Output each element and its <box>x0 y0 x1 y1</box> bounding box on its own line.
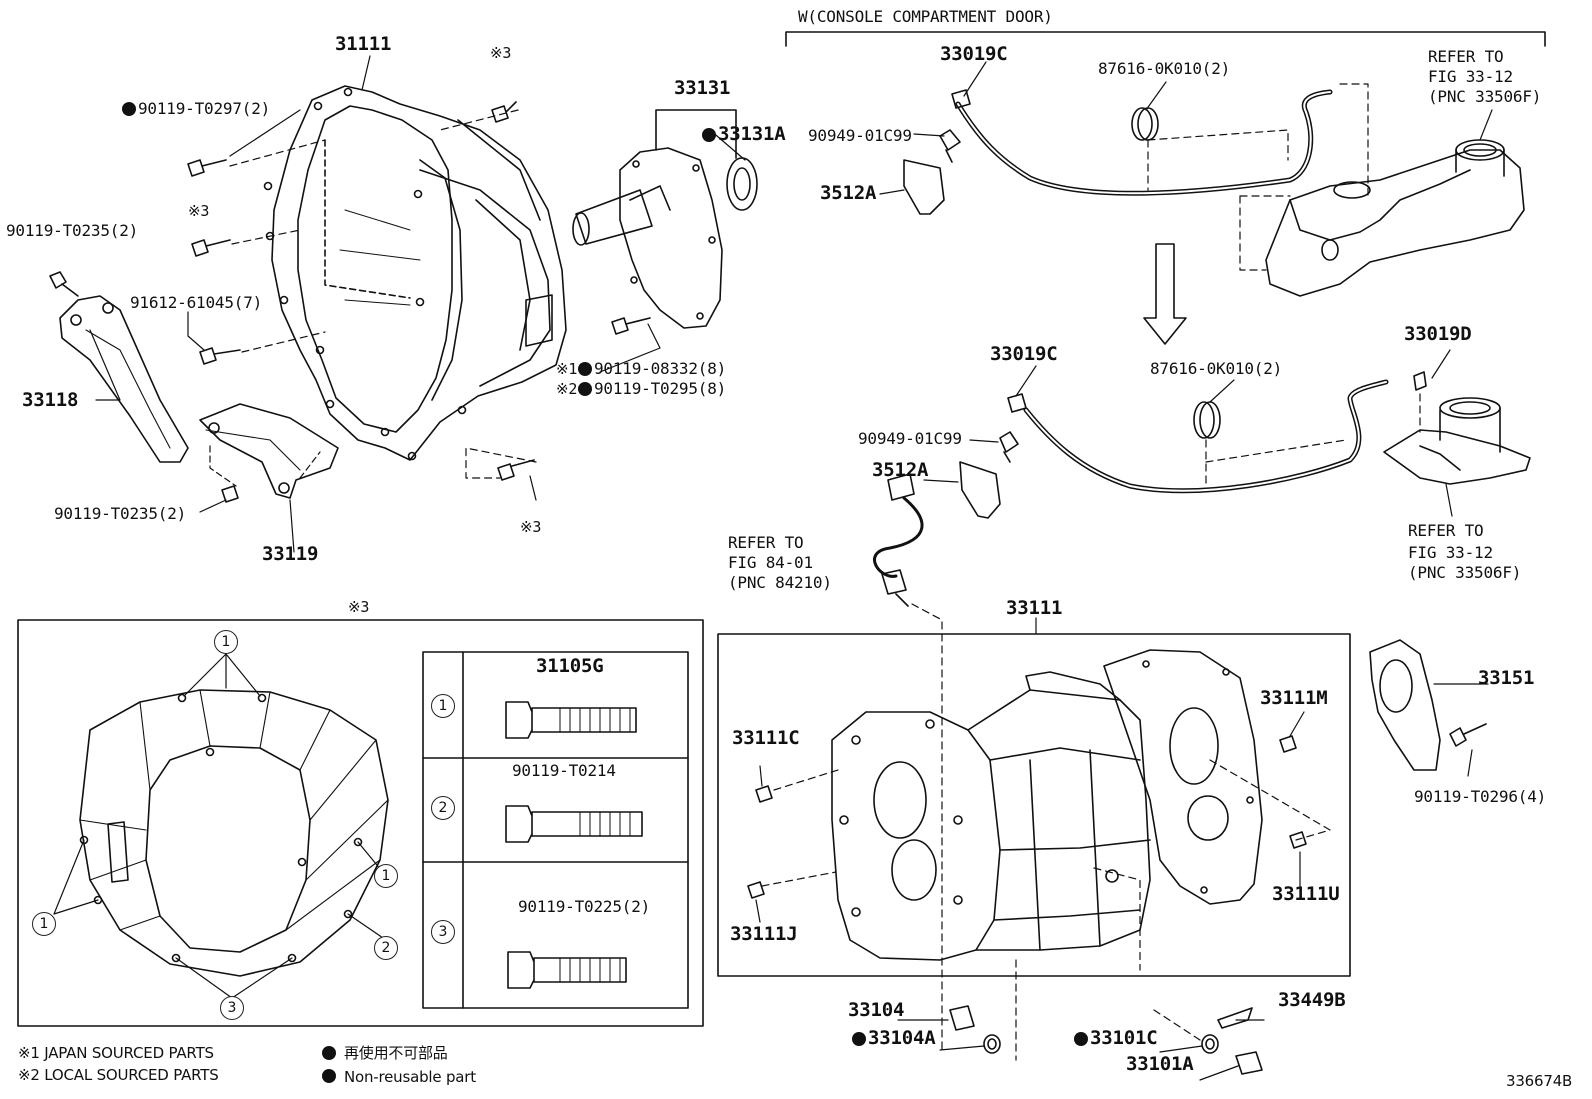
legend-japan-sourced: ※1 JAPAN SOURCED PARTS <box>18 1044 214 1062</box>
part-label-90119-T0235-a: 90119-T0235(2) <box>6 221 139 240</box>
part-label-33111C: 33111C <box>732 727 800 749</box>
part-label-90119-T0296: 90119-T0296(4) <box>1414 787 1547 806</box>
part-label-33111-case: 33111 <box>1006 597 1063 619</box>
inset-housing-drawing <box>53 653 389 999</box>
refer-upper-line3: (PNC 33506F) <box>1428 87 1542 106</box>
part-label-87616-lower: 87616-0K010(2) <box>1150 359 1283 378</box>
part-label-33111J: 33111J <box>730 923 798 945</box>
refer-sensor-line2: FIG 84-01 <box>728 553 813 572</box>
variant-bracket <box>785 31 1546 47</box>
part-label-33111U: 33111U <box>1272 883 1340 905</box>
part-label-33151: 33151 <box>1478 667 1535 689</box>
table-row-1-part: 31105G <box>536 655 604 677</box>
refer-lower-line1: REFER TO <box>1408 521 1484 540</box>
mark-3-a: ※3 <box>490 44 512 62</box>
inset-callout-2-right: 2 <box>374 936 398 960</box>
table-row-1-number: 1 <box>431 694 455 718</box>
mark-1: ※1 <box>556 360 578 378</box>
bracket-33119 <box>199 403 339 499</box>
part-label-33131: 33131 <box>674 77 731 99</box>
part-label-33101C: 33101C <box>1074 1028 1158 1049</box>
mark-2: ※2 <box>556 380 578 398</box>
figure-id: 336674B <box>1506 1072 1573 1090</box>
clutch-housing-drawing <box>263 85 567 461</box>
part-label-33131A: 33131A <box>702 124 786 145</box>
transmission-case-drawing <box>747 649 1331 971</box>
transmission-case-box <box>717 633 1351 977</box>
shift-retainer-lower <box>959 371 1531 519</box>
legend-dots <box>322 1046 336 1083</box>
part-label-33111M: 33111M <box>1260 687 1328 709</box>
part-label-33104: 33104 <box>848 999 905 1021</box>
part-label-3512A-lower: 3512A <box>872 459 929 481</box>
refer-upper-line1: REFER TO <box>1428 47 1504 66</box>
extension-cover-33151 <box>1369 639 1487 771</box>
bolt-table <box>422 651 689 1009</box>
part-label-31111: 31111 <box>335 33 392 55</box>
refer-lower-line3: (PNC 33506F) <box>1408 563 1522 582</box>
part-label-90119-T0295: 90119-T0295(8) <box>578 380 726 398</box>
bracket-33118 <box>59 295 189 463</box>
part-label-33019C-upper: 33019C <box>940 43 1008 65</box>
table-row-2-part: 90119-T0214 <box>512 761 616 780</box>
part-label-33019C-lower: 33019C <box>990 343 1058 365</box>
housing-bolts <box>49 101 537 503</box>
part-label-33104A: 33104A <box>852 1028 936 1049</box>
part-label-90119-08332: 90119-08332(8) <box>578 360 726 378</box>
inset-frame <box>17 619 704 1027</box>
refer-upper-line2: FIG 33-12 <box>1428 67 1513 86</box>
inset-mark: ※3 <box>348 598 370 616</box>
mark-3-b: ※3 <box>188 202 210 220</box>
inset-callout-3-bottom: 3 <box>220 996 244 1020</box>
part-label-3512A-upper: 3512A <box>820 182 877 204</box>
arrow-down <box>1143 243 1187 345</box>
part-label-90119-T0235-b: 90119-T0235(2) <box>54 504 187 523</box>
legend-nonreusable-en: Non-reusable part <box>344 1068 476 1086</box>
sensor-harness <box>873 473 943 1051</box>
refer-sensor-line1: REFER TO <box>728 533 804 552</box>
part-label-33019D: 33019D <box>1404 323 1472 345</box>
part-label-90949-lower: 90949-01C99 <box>858 429 962 448</box>
inset-callout-1-top: 1 <box>214 630 238 654</box>
inset-callout-1-left: 1 <box>32 912 56 936</box>
part-label-33119: 33119 <box>262 543 319 565</box>
table-row-2-number: 2 <box>431 796 455 820</box>
table-row-3-number: 3 <box>431 920 455 944</box>
part-label-33118: 33118 <box>22 389 79 411</box>
part-label-90949-upper: 90949-01C99 <box>808 126 912 145</box>
refer-sensor-line3: (PNC 84210) <box>728 573 832 592</box>
drain-plugs <box>949 959 1263 1075</box>
table-row-3-part: 90119-T0225(2) <box>518 897 651 916</box>
variant-header: W(CONSOLE COMPARTMENT DOOR) <box>798 7 1053 26</box>
shift-retainer-upper <box>1239 139 1525 297</box>
part-label-87616-upper: 87616-0K010(2) <box>1098 59 1231 78</box>
part-label-91612-61045: 91612-61045(7) <box>130 293 263 312</box>
legend-local-sourced: ※2 LOCAL SOURCED PARTS <box>18 1066 219 1084</box>
part-label-33449B: 33449B <box>1278 989 1346 1011</box>
refer-lower-line2: FIG 33-12 <box>1408 543 1493 562</box>
mark-3-c: ※3 <box>520 518 542 536</box>
inset-callout-1-right: 1 <box>374 864 398 888</box>
legend-nonreusable-jp: 再使用不可部品 <box>344 1044 448 1062</box>
part-label-90119-T0297: 90119-T0297(2) <box>122 100 270 118</box>
breather-hose-upper <box>903 83 1369 215</box>
part-label-33101A: 33101A <box>1126 1053 1194 1075</box>
